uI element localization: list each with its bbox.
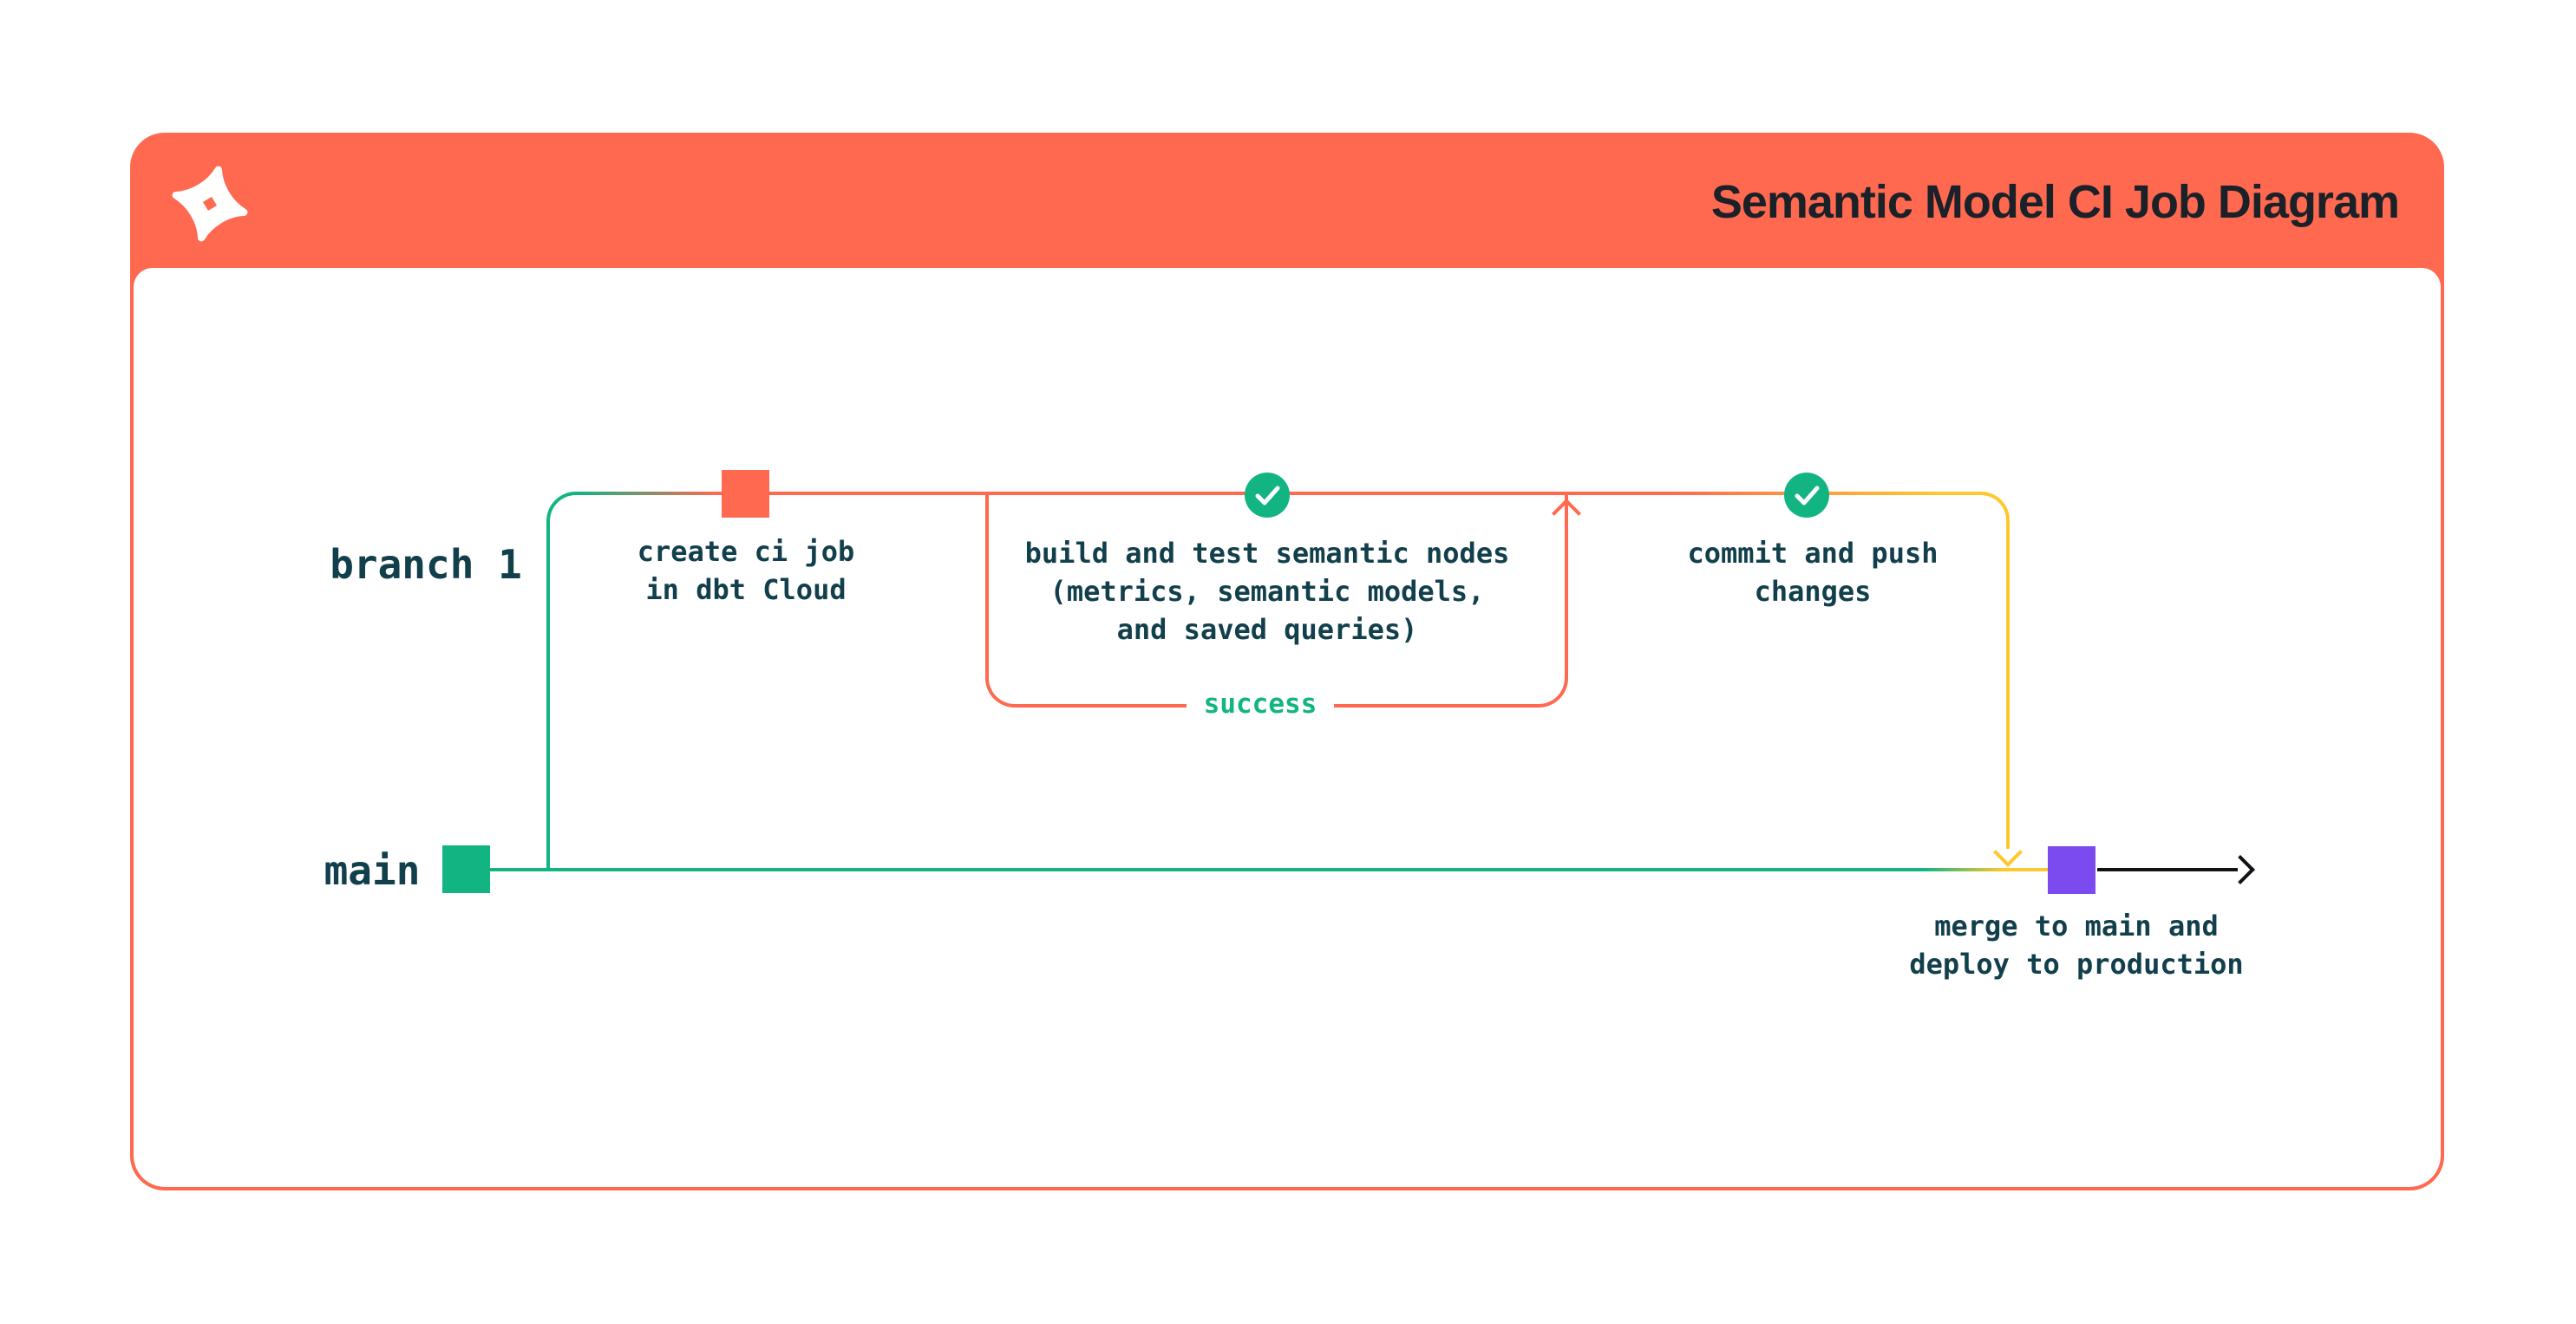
merge-label: merge to main and deploy to production (1909, 910, 2244, 981)
create-ci-label: create ci job in dbt Cloud (637, 535, 855, 606)
commit-push-check-icon (1784, 473, 1829, 518)
main-line (490, 868, 2050, 871)
build-test-label: build and test semantic nodes (metrics, … (1024, 537, 1510, 646)
commit-push-label: commit and push changes (1687, 537, 1939, 608)
main-label: main (324, 847, 421, 894)
success-label: success (1187, 685, 1334, 723)
merge-commit-node (2048, 846, 2095, 894)
main-commit-node (442, 845, 490, 893)
card-header: Semantic Model CI Job Diagram (134, 136, 2441, 268)
card-body (134, 268, 2441, 1187)
diagram-card: Semantic Model CI Job Diagram (130, 133, 2444, 1190)
production-arrow-line (2097, 868, 2238, 871)
branch-label: branch 1 (330, 541, 522, 588)
dbt-logo-icon (172, 166, 248, 242)
build-test-check-icon (1245, 473, 1290, 518)
production-arrow-right-icon (2226, 855, 2255, 884)
page-title: Semantic Model CI Job Diagram (1710, 176, 2400, 228)
create-ci-commit-node (722, 470, 769, 518)
